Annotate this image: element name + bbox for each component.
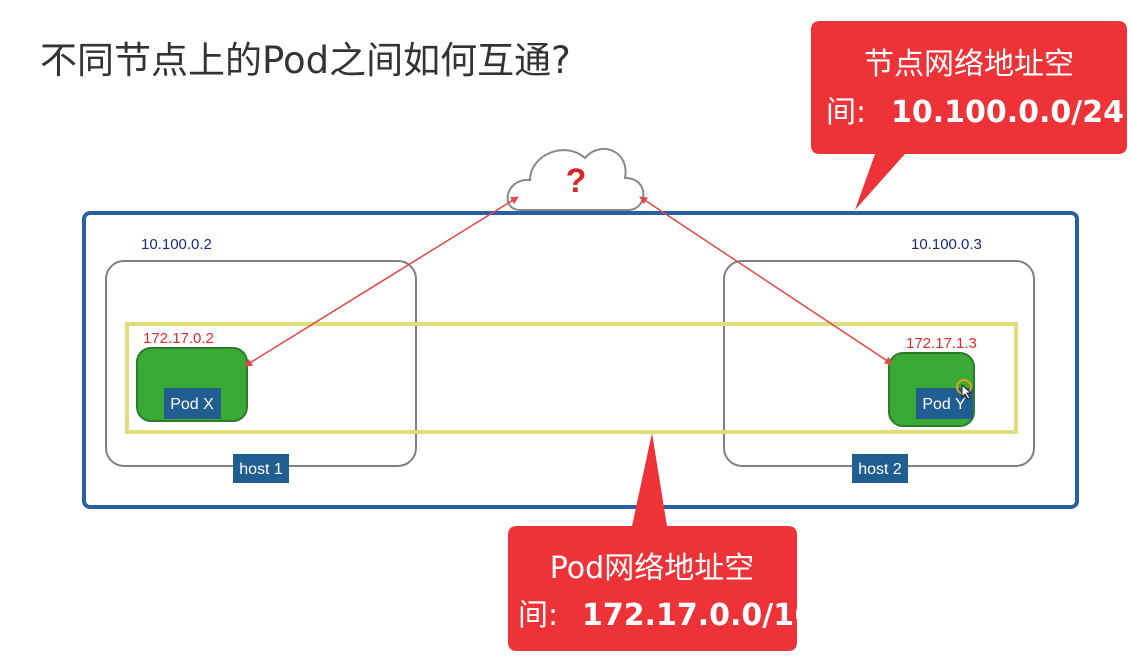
- host1-label-box: [233, 454, 289, 483]
- node-network-callout: 节点网络地址空 间: 10.100.0.0/24: [811, 21, 1127, 210]
- host2-box: [723, 260, 1035, 467]
- host1-label: host 1: [239, 461, 283, 478]
- pod-y-ip: 172.17.1.3: [906, 335, 977, 352]
- host2-label: host 2: [858, 461, 902, 478]
- callout-bubble: [811, 21, 1127, 210]
- host2-ip: 10.100.0.3: [911, 236, 982, 253]
- cloud-icon: ?: [506, 148, 645, 211]
- arrow-cloud-to-pod-x: [244, 196, 519, 367]
- callout-line2-prefix: 间:: [518, 598, 558, 633]
- pod-network-band: [125, 322, 1018, 434]
- pod-x-ip: 172.17.0.2: [143, 330, 214, 347]
- host1-ip: 10.100.0.2: [141, 236, 212, 253]
- callout-line1: Pod网络地址空: [550, 551, 754, 586]
- callout-line2-value: 172.17.0.0/16: [582, 598, 815, 633]
- host2-label-box: [852, 454, 908, 483]
- pod-x-label-box: [164, 388, 221, 419]
- page-title: 不同节点上的Pod之间如何互通?: [40, 39, 571, 82]
- callout-line1: 节点网络地址空: [864, 47, 1074, 82]
- callout-bubble: [508, 433, 797, 651]
- callout-line2-value: 10.100.0.0/24: [891, 95, 1124, 130]
- pod-x-label: Pod X: [170, 396, 214, 413]
- pod-network-callout: Pod网络地址空 间: 172.17.0.0/16: [508, 433, 815, 651]
- arrow-cloud-to-pod-y: [639, 196, 893, 365]
- mouse-cursor-icon: [956, 379, 973, 400]
- question-mark: ?: [566, 162, 587, 200]
- pod-y-label: Pod Y: [922, 396, 966, 413]
- node-network-boundary: [82, 211, 1079, 509]
- callout-line2-prefix: 间:: [826, 95, 866, 130]
